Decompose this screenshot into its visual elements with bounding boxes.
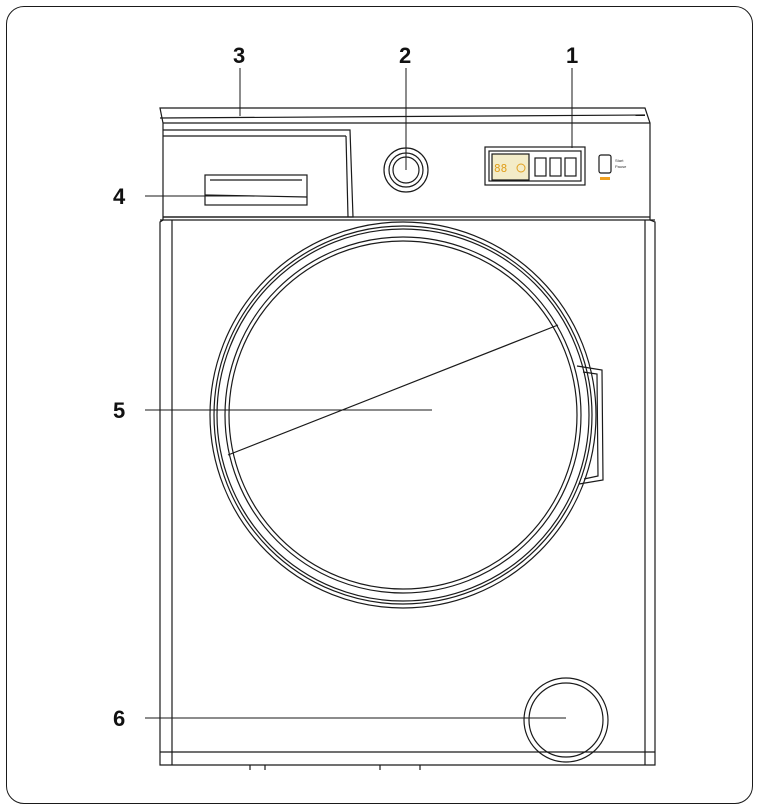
option-button-1[interactable] xyxy=(534,157,547,177)
callout-3: 3 xyxy=(233,43,245,68)
machine-cabinet xyxy=(159,107,656,770)
option-button-3[interactable] xyxy=(564,157,577,177)
pause-label: Pause xyxy=(615,164,627,169)
panel-display xyxy=(491,153,530,181)
start-indicator-led xyxy=(600,177,610,180)
door-glass-reflection xyxy=(227,324,559,456)
display-indicator-icon xyxy=(516,163,526,173)
detergent-drawer[interactable] xyxy=(163,129,354,218)
panel-display-text: 88 xyxy=(494,162,507,175)
start-pause-button[interactable] xyxy=(598,154,612,174)
callout-6: 6 xyxy=(113,706,125,731)
door[interactable] xyxy=(209,221,604,609)
diagram-frame xyxy=(6,6,753,804)
callout-1: 1 xyxy=(566,43,578,68)
leader-lines xyxy=(145,68,573,719)
start-label: Start xyxy=(615,158,624,163)
option-button-2[interactable] xyxy=(549,157,562,177)
callout-4: 4 xyxy=(113,184,126,209)
door-handle[interactable] xyxy=(576,365,604,485)
callout-2: 2 xyxy=(399,43,411,68)
control-panel xyxy=(484,146,612,186)
pump-filter-cover[interactable] xyxy=(523,677,609,763)
callout-5: 5 xyxy=(113,398,125,423)
